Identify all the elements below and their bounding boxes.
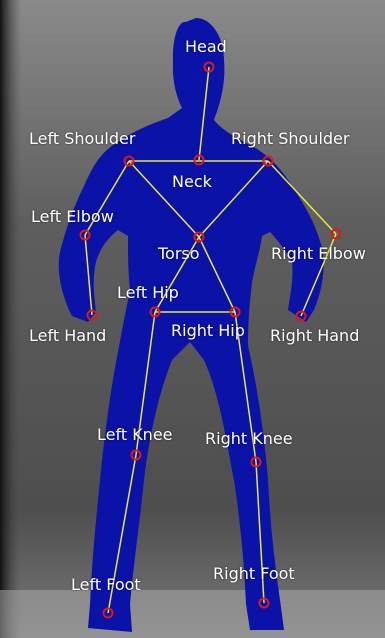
left-elbow-label: Left Elbow [31,208,114,226]
right-elbow-label: Right Elbow [271,245,366,263]
right-knee-label: Right Knee [205,430,293,448]
right-foot-label: Right Foot [213,565,295,583]
floor [0,590,385,638]
head-label: Head [185,38,227,56]
left-shadow-strip [0,0,22,638]
left-knee-label: Left Knee [97,426,173,444]
torso-label: Torso [158,245,200,263]
right-hip-label: Right Hip [171,322,245,340]
neck-label: Neck [172,173,212,191]
left-hip-label: Left Hip [117,284,179,302]
right-hand-label: Right Hand [270,327,359,345]
left-hand-label: Left Hand [29,327,106,345]
left-shoulder-label: Left Shoulder [29,130,135,148]
left-foot-label: Left Foot [71,576,141,594]
right-shoulder-label: Right Shoulder [231,130,349,148]
